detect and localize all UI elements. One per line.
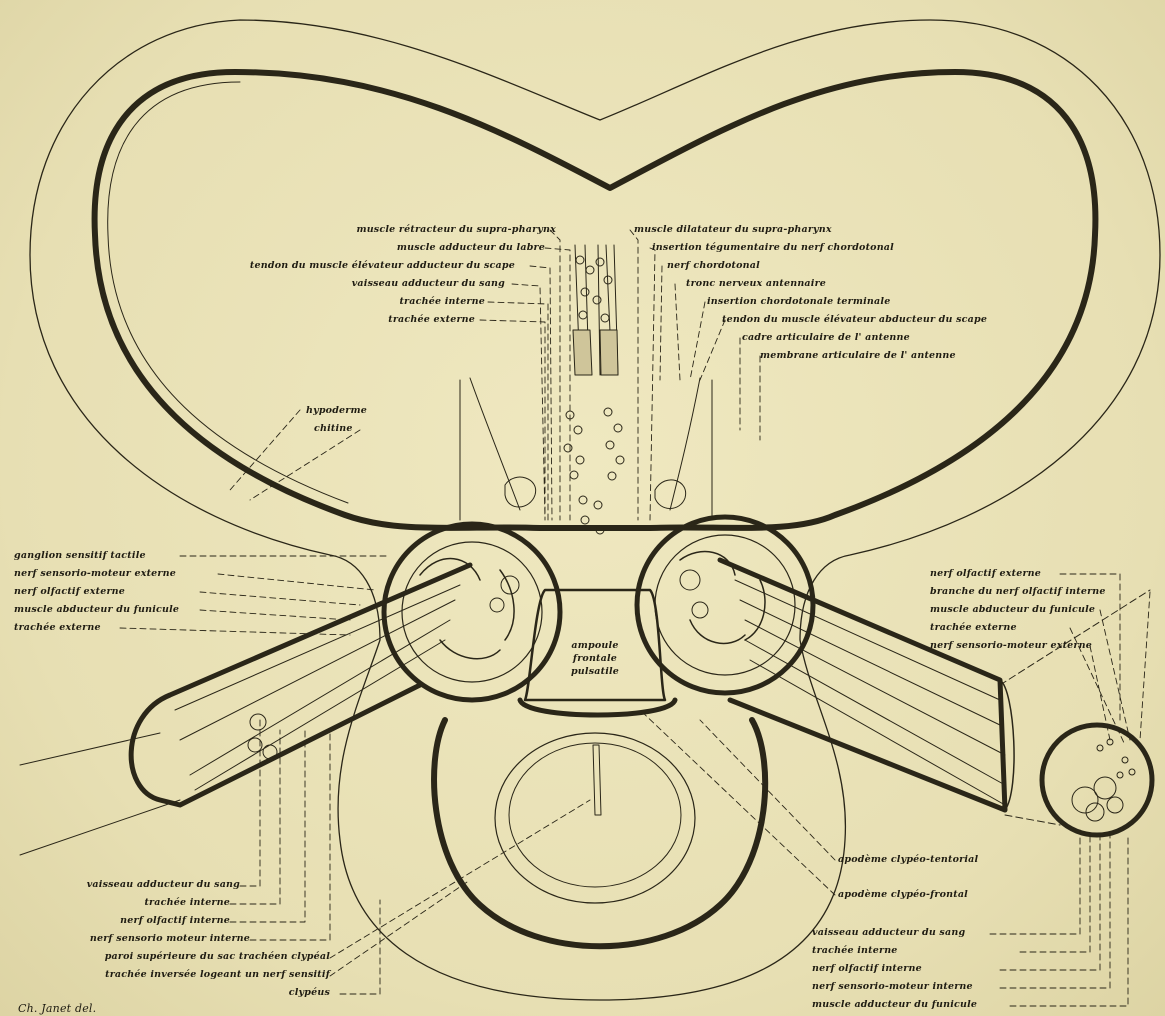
label-apodeme-frontal: apodème clypéo-frontal (838, 890, 968, 900)
label-nerf-olfactif-externe-left: nerf olfactif externe (14, 587, 125, 597)
label-nerf-olfactif-externe-right: nerf olfactif externe (930, 569, 1041, 579)
label-insertion-tegumentaire: insertion tégumentaire du nerf chordoton… (652, 243, 894, 253)
label-apodeme-tentorial: apodème clypéo-tentorial (838, 855, 978, 865)
label-insertion-chordotonale: insertion chordotonale terminale (707, 297, 890, 307)
label-trachee-interne: trachée interne (399, 297, 485, 307)
label-branche-nerf-olfactif: branche du nerf olfactif interne (930, 587, 1106, 597)
left-antennal-socket (384, 524, 560, 700)
label-muscle-adducteur-funicule-bottom-right: muscle adducteur du funicule (812, 1000, 977, 1010)
label-clypeus: clypéus (289, 988, 330, 998)
label-ampoule-line3: pulsatile (555, 666, 635, 679)
artist-signature: Ch. Janet del. (18, 1003, 96, 1014)
label-ganglion-sensitif: ganglion sensitif tactile (14, 551, 146, 561)
label-muscle-adducteur-labre: muscle adducteur du labre (397, 243, 545, 253)
label-trachee-interne-bottom-left: trachée interne (144, 898, 230, 908)
label-ampoule-line1: ampoule (555, 640, 635, 653)
right-antenna-shaft (720, 560, 1150, 825)
label-muscle-abducteur-funicule-left: muscle abducteur du funicule (14, 605, 179, 615)
label-cadre-articulaire: cadre articulaire de l' antenne (742, 333, 910, 343)
label-muscle-retracteur: muscle rétracteur du supra-pharynx (356, 225, 556, 235)
label-hypoderme: hypoderme (306, 406, 367, 416)
label-nerf-olfactif-interne-bottom-left: nerf olfactif interne (120, 916, 230, 926)
funicule-cross-section (1042, 725, 1152, 835)
clypeal-sac (434, 720, 765, 946)
label-paroi-superieure: paroi supérieure du sac trachéen clypéal (105, 952, 330, 962)
label-trachee-externe-right: trachée externe (930, 623, 1017, 633)
label-vaisseau-adducteur: vaisseau adducteur du sang (352, 279, 505, 289)
label-ampoule-line2: frontale (555, 653, 635, 666)
label-ampoule-frontale: ampoule frontale pulsatile (555, 640, 635, 678)
label-tendon-elevateur-abducteur: tendon du muscle élévateur abducteur du … (722, 315, 987, 325)
heart-cavity (95, 72, 1096, 528)
label-trachee-inversee: trachée inversée logeant un nerf sensiti… (105, 970, 330, 980)
label-vaisseau-adducteur-bottom-right: vaisseau adducteur du sang (812, 928, 965, 938)
label-trachee-externe: trachée externe (388, 315, 475, 325)
label-muscle-dilatateur: muscle dilatateur du supra-pharynx (634, 225, 832, 235)
label-muscle-abducteur-funicule-right: muscle abducteur du funicule (930, 605, 1095, 615)
label-tronc-nerveux: tronc nerveux antennaire (686, 279, 826, 289)
leader-lines (120, 230, 1150, 1006)
label-nerf-chordotonal: nerf chordotonal (667, 261, 760, 271)
label-nerf-sensorio-moteur-externe-right: nerf sensorio-moteur externe (930, 641, 1092, 651)
label-chitine: chitine (314, 424, 353, 434)
label-nerf-sensorio-moteur-interne-bottom-right: nerf sensorio-moteur interne (812, 982, 973, 992)
right-antennal-socket (637, 517, 813, 693)
label-trachee-externe-left: trachée externe (14, 623, 101, 633)
label-nerf-olfactif-interne-bottom-right: nerf olfactif interne (812, 964, 922, 974)
label-nerf-sensorio-moteur-externe-left: nerf sensorio-moteur externe (14, 569, 176, 579)
outer-head-outline (30, 20, 1160, 1000)
label-nerf-sensorio-moteur-interne-bottom-left: nerf sensorio moteur interne (90, 934, 250, 944)
label-vaisseau-adducteur-bottom-left: vaisseau adducteur du sang (87, 880, 240, 890)
label-tendon-elevateur-adducteur: tendon du muscle élévateur adducteur du … (250, 261, 515, 271)
label-membrane-articulaire: membrane articulaire de l' antenne (760, 351, 956, 361)
label-trachee-interne-bottom-right: trachée interne (812, 946, 898, 956)
